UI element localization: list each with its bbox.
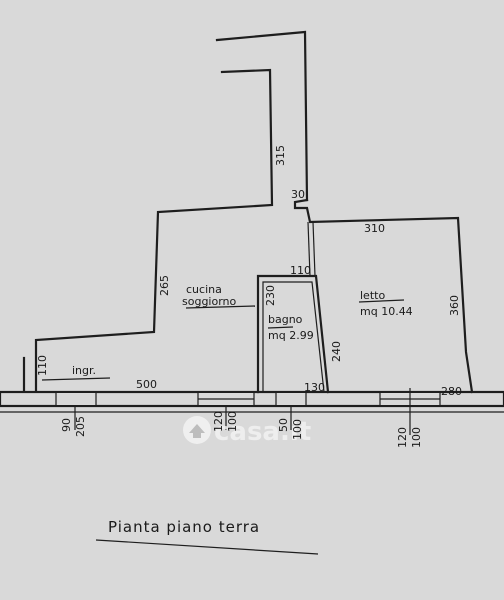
dim-100-c: 100 <box>410 427 423 448</box>
dim-120-a: 120 <box>212 411 225 432</box>
room-area-bagno: mq 2.99 <box>268 329 314 342</box>
plan-title: Pianta piano terra <box>95 518 319 555</box>
dim-205: 205 <box>74 416 87 437</box>
dim-315: 315 <box>274 145 287 166</box>
room-label-soggiorno: soggiorno <box>182 295 237 308</box>
dim-230: 230 <box>264 285 277 306</box>
dim-280: 280 <box>441 385 462 398</box>
dim-265: 265 <box>158 275 171 296</box>
room-label-bagno: bagno <box>268 313 303 326</box>
room-labels: cucina soggiorno bagno mq 2.99 letto mq … <box>72 283 413 377</box>
dim-120-b: 120 <box>396 427 409 448</box>
dim-50: 50 <box>277 418 290 432</box>
dimension-labels: 315 30 310 265 110 230 240 360 110 500 1… <box>36 145 462 448</box>
dimension-lines <box>41 299 411 435</box>
dim-310: 310 <box>364 222 385 235</box>
dim-30: 30 <box>291 188 305 201</box>
dim-100-b: 100 <box>291 419 304 440</box>
dim-110-left: 110 <box>36 355 49 376</box>
dim-110-top: 110 <box>290 264 311 277</box>
dim-130: 130 <box>304 381 325 394</box>
room-label-ingresso: ingr. <box>72 364 96 377</box>
dim-90: 90 <box>60 418 73 432</box>
dim-500: 500 <box>136 378 157 391</box>
room-label-letto: letto <box>360 289 385 302</box>
plan-title-text: Pianta piano terra <box>108 518 260 536</box>
dim-240: 240 <box>330 341 343 362</box>
watermark-text: casa.it <box>214 417 311 447</box>
room-label-cucina: cucina <box>186 283 222 296</box>
walls <box>22 30 474 394</box>
dim-360: 360 <box>448 295 461 316</box>
dim-100-a: 100 <box>226 411 239 432</box>
watermark: casa.it <box>183 416 311 447</box>
room-area-letto: mq 10.44 <box>360 305 413 318</box>
